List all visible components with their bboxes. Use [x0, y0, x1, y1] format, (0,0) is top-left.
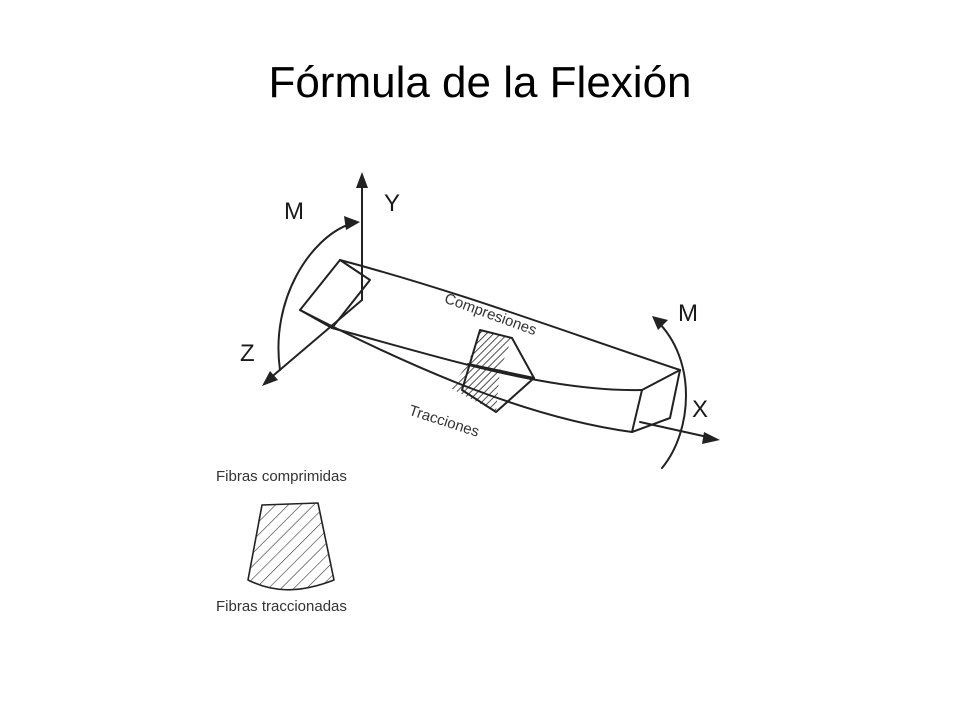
z-axis-label: Z	[240, 340, 255, 367]
z-axis-arrowhead	[262, 371, 278, 386]
tension-zone-hatch	[450, 364, 500, 412]
moment-arrowhead-left	[344, 216, 360, 230]
section-neutral-line	[467, 363, 535, 379]
moment-label-left: M	[284, 198, 304, 225]
x-axis-label: X	[692, 396, 709, 423]
fibres-trapezoid-hatch	[248, 503, 334, 590]
z-axis-line	[267, 299, 363, 381]
beam-end-face-right	[631, 369, 681, 433]
moment-label-right: M	[678, 300, 698, 327]
beam-end-face-left	[299, 259, 371, 329]
slide-title: Fórmula de la Flexión	[268, 58, 692, 107]
compressed-fibres-label: Fibras comprimidas	[216, 468, 347, 485]
x-axis-arrowhead	[702, 432, 720, 444]
moment-arc-right	[655, 319, 687, 469]
beam-drawing	[247, 172, 720, 591]
moment-arrowhead-right	[652, 316, 668, 330]
beam-top-edge	[339, 259, 681, 371]
y-axis-label: Y	[384, 190, 401, 217]
moment-arc-left	[277, 223, 351, 371]
y-axis-arrowhead	[356, 172, 368, 188]
tensioned-fibres-label: Fibras traccionadas	[216, 598, 347, 615]
beam-bending-diagram: M Y Z M X Compresiones Tracciones Fibras…	[200, 160, 740, 630]
compression-zone-hatch	[468, 330, 512, 370]
